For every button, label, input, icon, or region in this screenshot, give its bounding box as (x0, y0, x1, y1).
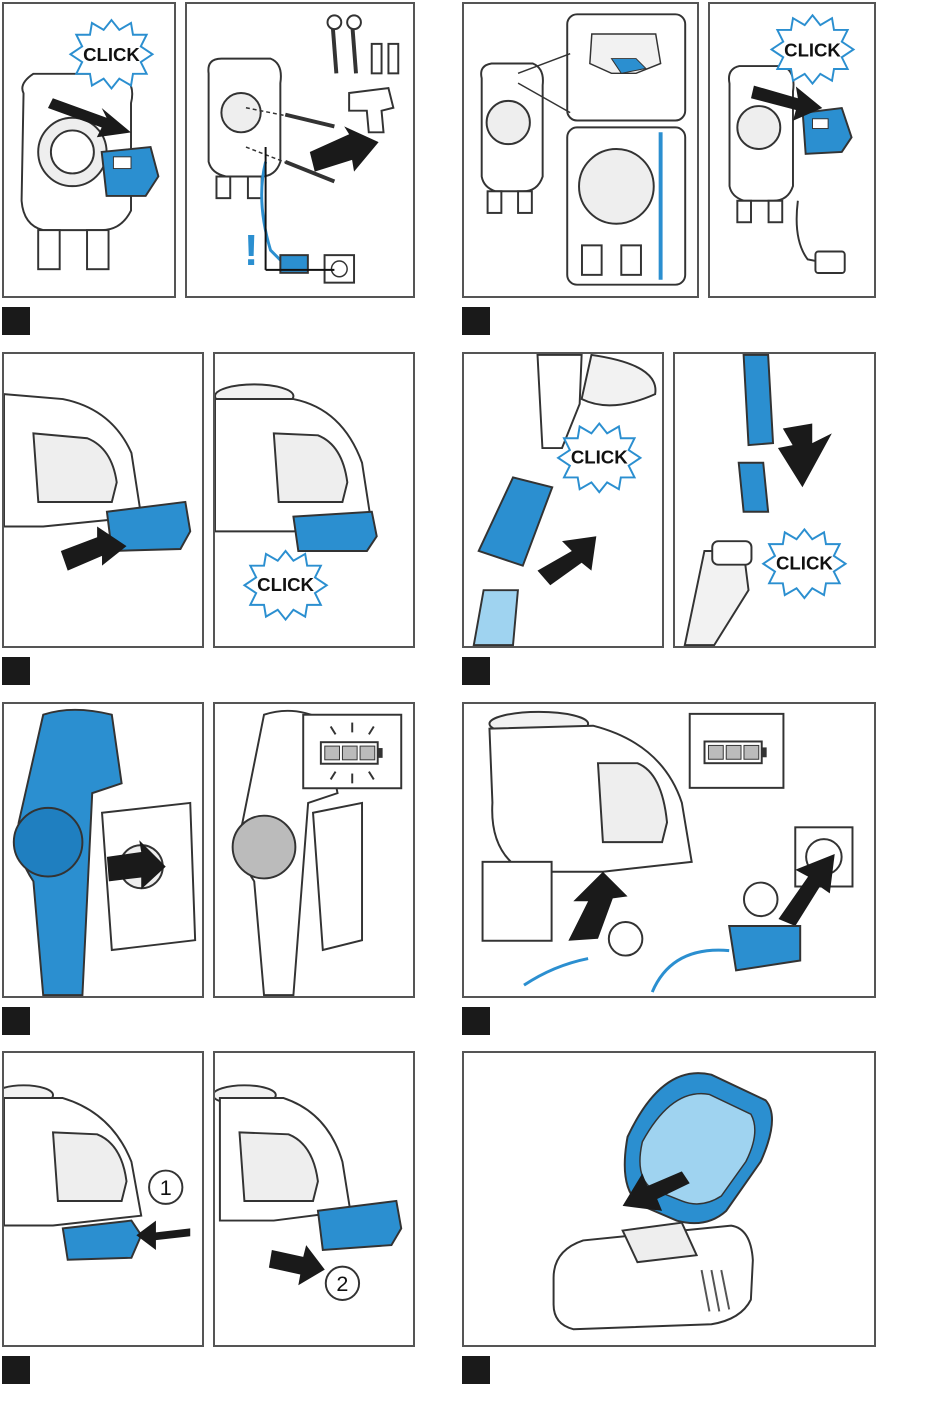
panel-charging-indicator (213, 702, 415, 998)
panel-tube-attach: CLICK (462, 352, 664, 648)
dowel-icon (372, 44, 382, 73)
push-arrow-icon (269, 1245, 325, 1285)
step-marker (2, 1356, 30, 1384)
wall-mount-click-illustration: CLICK (4, 4, 174, 296)
step-marker (462, 307, 490, 335)
charge-on-wall-illustration (4, 704, 202, 996)
battery-icon (321, 742, 383, 764)
battery-click-illustration: CLICK (215, 354, 413, 646)
panel-battery-insert-push (2, 352, 204, 648)
charging-indicator-illustration (215, 704, 413, 996)
screw-icon (285, 115, 334, 127)
charge-cable-illustration (464, 704, 874, 996)
dowel-icon (388, 44, 398, 73)
drill-icon (349, 88, 393, 132)
panel-wall-mount-detail (462, 2, 699, 298)
battery-icon (318, 1201, 401, 1250)
hang-charger-illustration: CLICK (710, 4, 874, 296)
click-label: CLICK (83, 44, 140, 65)
panel-wall-mount-click: CLICK (2, 2, 176, 298)
battery-icon (63, 1221, 141, 1260)
battery-icon (293, 512, 376, 551)
panel-wall-mount-drill: ! (185, 2, 415, 298)
panel-charge-cable (462, 702, 876, 998)
push-arrow-icon (778, 424, 832, 488)
step-marker (462, 1007, 490, 1035)
panel-battery-release: 1 (2, 1051, 204, 1347)
battery-charger-illustration (464, 1053, 874, 1345)
step-one-label: 1 (160, 1175, 172, 1200)
step-two-label: 2 (336, 1271, 348, 1296)
battery-release-illustration: 1 (4, 1053, 202, 1345)
click-label: CLICK (571, 447, 628, 468)
step-marker (462, 1356, 490, 1384)
panel-charge-on-wall (2, 702, 204, 998)
push-arrow-icon (136, 1221, 190, 1250)
battery-insert-illustration (4, 354, 202, 646)
warning-mark: ! (244, 227, 258, 275)
battery-remove-illustration: 2 (215, 1053, 413, 1345)
panel-battery-remove: 2 (213, 1051, 415, 1347)
nozzle-attach-illustration: CLICK (675, 354, 874, 646)
tube-attach-illustration: CLICK (464, 354, 662, 646)
panel-hang-charger-click: CLICK (708, 2, 876, 298)
panel-battery-charger (462, 1051, 876, 1347)
click-label: CLICK (784, 39, 841, 60)
step-marker (2, 1007, 30, 1035)
wall-mount-detail-illustration (464, 4, 697, 296)
panel-nozzle-attach: CLICK (673, 352, 876, 648)
battery-icon (705, 741, 767, 763)
click-label: CLICK (257, 574, 314, 595)
click-label: CLICK (776, 553, 833, 574)
panel-battery-insert-click: CLICK (213, 352, 415, 648)
step-marker (462, 657, 490, 685)
step-marker (2, 307, 30, 335)
push-arrow-icon (538, 536, 597, 585)
wall-mount-drill-illustration: ! (187, 4, 413, 296)
step-marker (2, 657, 30, 685)
